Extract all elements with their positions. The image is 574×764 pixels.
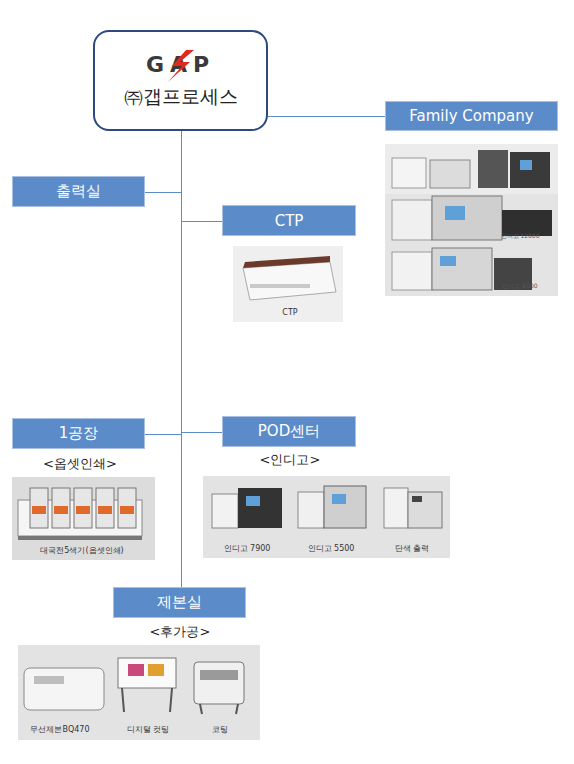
photo-caption: CTP <box>220 308 360 317</box>
node-label: 제본실 <box>157 593 202 612</box>
section-label: <인디고> <box>220 451 360 469</box>
offset-press-photo <box>54 506 68 514</box>
finishing-photo <box>118 658 176 688</box>
section-label: <후가공> <box>110 623 250 641</box>
department-box: Family Company <box>385 101 558 131</box>
press-photo <box>430 160 470 188</box>
indigo-photo <box>324 486 366 528</box>
press-photo <box>385 144 558 296</box>
finishing-photo <box>200 670 238 680</box>
node-label: ㈜갭프로세스 <box>124 84 238 110</box>
press-photo <box>440 256 456 266</box>
press-photo <box>445 206 465 220</box>
offset-press-photo <box>32 506 46 514</box>
finishing-photo <box>148 664 164 676</box>
ctp-photo <box>243 262 336 300</box>
section-label: <옵셋인쇄> <box>10 455 150 473</box>
offset-press-photo <box>52 488 70 528</box>
finishing-photo <box>128 664 144 676</box>
finishing-photo <box>194 662 244 704</box>
department-box: CTP <box>222 205 356 236</box>
photo-caption: 인디고 7900 <box>177 543 317 554</box>
offset-press-photo <box>12 477 155 560</box>
logo-text: GAP <box>146 52 215 78</box>
indigo-photo <box>238 488 282 528</box>
photo-caption: 대국전5색기(옵셋인쇄) <box>12 545 152 556</box>
offset-press-photo <box>30 488 48 528</box>
finishing-photo <box>122 688 172 712</box>
photo-caption: 무선제본BQ470 <box>0 724 130 735</box>
indigo-photo <box>212 494 238 528</box>
tree-connector <box>145 131 182 193</box>
ctp-photo <box>250 284 310 288</box>
press-photo <box>510 152 550 188</box>
ctp-photo <box>243 256 330 268</box>
photo-caption: 코팅 <box>150 724 290 735</box>
tree-connector <box>181 131 182 587</box>
offset-press-photo <box>120 506 134 514</box>
tree-connector <box>268 116 385 117</box>
finishing-photo <box>24 668 104 710</box>
indigo-photo <box>408 492 442 528</box>
press-photo <box>392 252 432 290</box>
photo-caption: 인디고 5500 <box>261 543 401 554</box>
offset-press-photo <box>76 506 90 514</box>
tree-connector <box>145 131 182 435</box>
department-box: POD센터 <box>222 416 356 447</box>
press-photo <box>385 144 558 296</box>
press-photo <box>520 160 532 170</box>
offset-press-photo <box>18 536 142 540</box>
department-box: 제본실 <box>113 587 246 618</box>
press-photo <box>392 158 426 188</box>
offset-press-photo <box>12 477 155 560</box>
photo-caption: 디지털 컷팅 <box>78 724 218 735</box>
node-label: POD센터 <box>258 422 320 441</box>
company-box: GAP ㈜갭프로세스 <box>93 30 268 131</box>
department-box: 출력실 <box>12 176 145 207</box>
offset-press-photo <box>96 488 114 528</box>
offset-press-photo <box>74 488 92 528</box>
department-box: 1공장 <box>12 418 145 449</box>
finishing-photo <box>34 676 64 684</box>
tree-connector <box>182 131 223 222</box>
press-photo <box>478 150 508 188</box>
node-label: 1공장 <box>59 424 99 443</box>
press-photo <box>392 200 432 240</box>
node-label: Family Company <box>409 107 533 125</box>
finishing-photo <box>200 704 238 714</box>
photo-caption: 인디고 12000 <box>450 232 574 241</box>
indigo-photo <box>384 488 408 528</box>
press-photo <box>432 248 492 290</box>
offset-press-photo <box>118 488 136 528</box>
indigo-photo <box>298 492 324 528</box>
offset-press-photo <box>98 506 112 514</box>
node-label: 출력실 <box>56 182 101 201</box>
press-photo <box>432 196 502 240</box>
photo-caption: 단색 출력 <box>342 543 482 554</box>
node-label: CTP <box>275 212 304 230</box>
indigo-photo <box>246 496 260 506</box>
indigo-photo <box>332 494 346 504</box>
photo-caption: 인디고 6000 <box>450 282 574 291</box>
indigo-photo <box>412 496 422 502</box>
tree-connector <box>182 131 223 433</box>
press-photo <box>385 144 558 194</box>
